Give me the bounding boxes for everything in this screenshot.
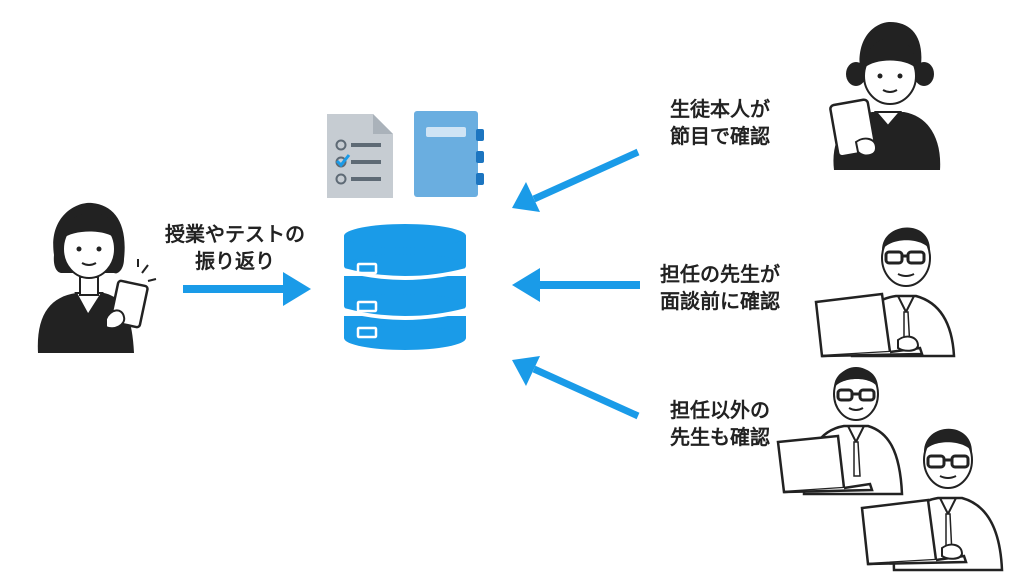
homeroom-teacher-illustration [814,227,956,358]
student-check-label: 生徒本人が 節目で確認 [650,96,790,150]
others-check-label: 担任以外の 先生も確認 [650,397,790,451]
arrow-right-icon [183,272,311,306]
notebook-icon [414,111,484,197]
student-writing-illustration [37,202,157,353]
review-label-line1: 授業やテストの [165,222,305,246]
homeroom-check-line1: 担任の先生が [660,262,780,286]
checklist-document-icon [327,114,393,198]
database-icon [343,224,467,350]
arrow-from-others-icon [512,356,640,420]
homeroom-check-label: 担任の先生が 面談前に確認 [650,261,790,315]
others-check-line2: 先生も確認 [670,425,770,449]
homeroom-check-line2: 面談前に確認 [660,289,780,313]
review-label-line2: 振り返り [195,249,275,273]
student-check-line1: 生徒本人が [670,97,770,121]
review-label: 授業やテストの 振り返り [150,221,320,275]
other-teachers-illustration [776,367,1004,572]
arrow-from-student-icon [512,148,640,212]
others-check-line1: 担任以外の [670,398,770,422]
arrow-from-homeroom-icon [512,268,640,302]
student-check-line2: 節目で確認 [670,124,770,148]
student-tablet-illustration [829,22,941,170]
